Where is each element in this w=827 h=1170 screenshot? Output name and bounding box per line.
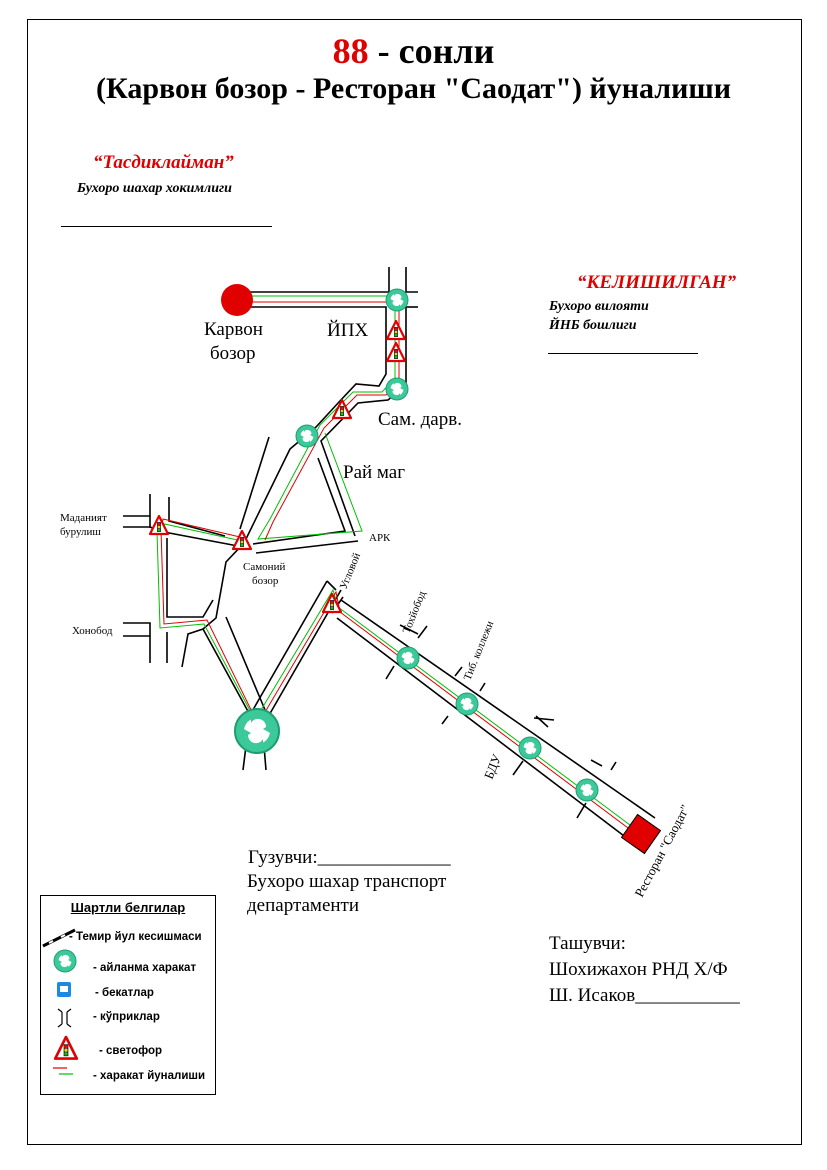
organizer-line1: Гузувчи:______________ [248, 847, 451, 868]
approval-right-org-line1: Бухоро вилояти [549, 299, 649, 314]
legend-label-route: - харакат йуналиши [93, 1070, 206, 1082]
legend-label-bridge: - кўприклар [93, 1011, 160, 1023]
label-tib-kollej: Тиб. коллежи [462, 619, 497, 682]
label-bozor: бозор [210, 343, 256, 364]
traffic-light-icon [53, 1035, 79, 1060]
legend-label-roundabout: - айланма харакат [93, 962, 197, 974]
label-ray-mag: Рай маг [343, 462, 405, 483]
traffic-light-icon [148, 514, 170, 536]
roundabout-icon [575, 778, 599, 802]
label-ark: АРК [369, 532, 391, 544]
route-name: (Карвон бозор - Ресторан "Саодат") йунал… [95, 72, 731, 105]
organizer-line2: Бухоро шахар транспорт [247, 871, 447, 892]
label-burulish: бурулиш [60, 526, 101, 538]
approval-right-org-line2: ЙНБ бошлиги [549, 318, 637, 333]
label-xonobod: Хонобод [72, 625, 113, 637]
roundabout-icon [385, 288, 409, 312]
roundabout-icon [455, 692, 479, 716]
legend-label-railroad: - Темир йул кесишмаси [69, 931, 202, 943]
legend-icons [42, 928, 79, 1075]
bus-stop-icon [57, 982, 71, 997]
title-suffix: - сонли [368, 31, 495, 71]
roundabout-icon [53, 949, 77, 973]
railroad-crossing-icon [42, 928, 76, 948]
page-frame [27, 19, 802, 1145]
carrier-line1: Ташувчи: [549, 933, 626, 954]
roundabout-icon [295, 424, 319, 448]
approval-left-signline [61, 226, 272, 227]
label-madaniyat: Маданият [60, 512, 107, 524]
route-lines [156, 295, 637, 835]
roundabout-icon [385, 377, 409, 401]
legend: Шартли белгилар - Темир йул кесишмаси - … [40, 895, 216, 1095]
route-direction-icon [53, 1067, 73, 1075]
approval-right-signline [548, 353, 698, 354]
label-samoniy: Самоний [243, 561, 285, 573]
route-number: 88 [332, 31, 369, 71]
roundabout-icon-large [234, 708, 280, 754]
label-uglovoy: Угловой [338, 551, 364, 591]
approval-left-org: Бухоро шахар хокимлиги [77, 181, 232, 196]
cross-streets [385, 624, 617, 819]
legend-title: Шартли белгилар [70, 900, 186, 915]
organizer-line3: департаменти [247, 895, 360, 916]
road-edges [123, 267, 656, 843]
carrier-line3: Ш. Исаков___________ [549, 985, 740, 1006]
traffic-light-icon [385, 341, 407, 363]
map-labels: Карвон бозор ЙПХ Сам. дарв. Рай маг АРК … [60, 319, 693, 899]
roundabout-icon [396, 646, 420, 670]
label-sam-darv: Сам. дарв. [378, 409, 462, 430]
traffic-light-icon [385, 319, 407, 341]
page-title: 88 - сонли [0, 30, 827, 72]
roundabouts [234, 288, 599, 802]
legend-label-bus-stop: - бекатлар [95, 987, 154, 999]
bridge-icon [57, 1008, 72, 1028]
approval-left-heading: “Тасдиклайман” [93, 152, 234, 173]
approval-right-heading: “КЕЛИШИЛГАН” [577, 272, 737, 293]
roundabout-icon [518, 736, 542, 760]
label-karvon: Карвон [204, 319, 263, 340]
start-point-karvon-bozor [221, 284, 253, 316]
carrier-line2: Шохижахон РНД Х/Ф [549, 959, 728, 980]
end-point-restoran [620, 813, 662, 855]
label-ipx: ЙПХ [327, 320, 368, 341]
legend-label-traffic-light: - светофор [99, 1045, 163, 1057]
label-bdu: БДУ [481, 751, 505, 781]
label-samoniy-bozor: бозор [252, 575, 279, 587]
